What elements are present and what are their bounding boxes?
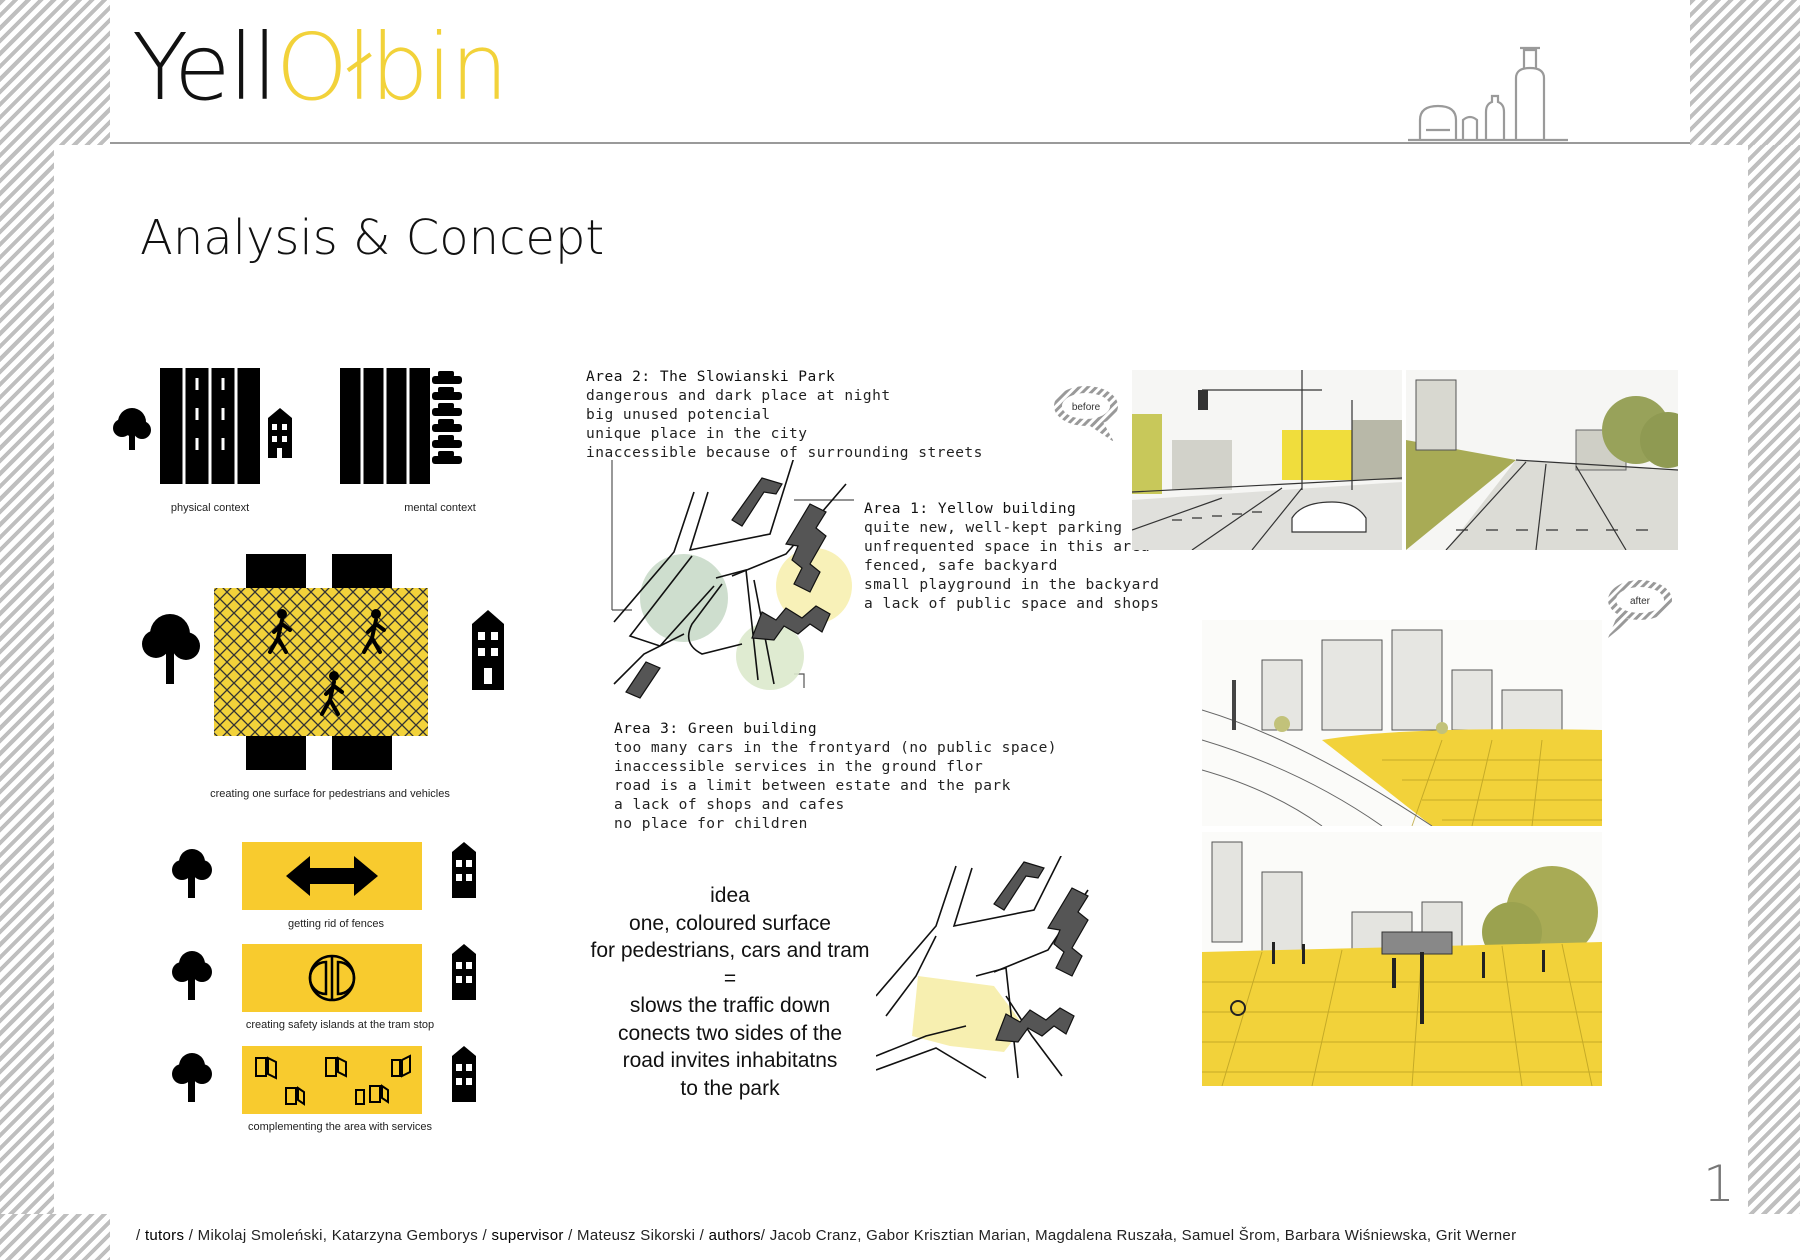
- before-sketch-street-2: [1406, 370, 1678, 550]
- caption-services: complementing the area with services: [247, 1121, 433, 1133]
- idea-line: =: [723, 966, 737, 990]
- area-1-notes: Area 1: Yellow building quite new, well-…: [864, 500, 1159, 614]
- kiosk-icons: [255, 1054, 411, 1106]
- caption-mental-context: mental context: [404, 502, 476, 514]
- footer-band: [0, 1214, 1800, 1260]
- building-hatches: [993, 861, 1089, 1043]
- building-hatches: [625, 477, 831, 699]
- tree-icon: [172, 849, 212, 1102]
- after-speech-bubble: after: [1608, 580, 1672, 638]
- cars-icon: [432, 371, 462, 464]
- skyline-icon: [1408, 46, 1568, 142]
- safety-island-icon: [308, 954, 356, 1002]
- road-mental-icon: [340, 368, 430, 484]
- authors-label: authors: [708, 1227, 761, 1244]
- supervisor-name: / Mateusz Sikorski /: [563, 1227, 709, 1244]
- area-3-line: inaccessible services in the ground flor: [614, 759, 984, 775]
- before-sketch-street-1: [1132, 370, 1402, 550]
- area-3-notes: Area 3: Green building too many cars in …: [614, 720, 1057, 834]
- pedestrian-icons: [268, 609, 386, 716]
- idea-text: idea one, coloured surface for pedestria…: [570, 882, 890, 1102]
- idea-line: slows the traffic down: [629, 994, 831, 1017]
- after-sketch-street-2: [1202, 832, 1602, 1086]
- tree-icon: [113, 408, 151, 450]
- header-rule: [110, 142, 1690, 144]
- area-3-line: too many cars in the frontyard (no publi…: [614, 740, 1058, 756]
- house-icon: [268, 408, 292, 458]
- area-1-line: unfrequented space in this area: [864, 539, 1151, 555]
- idea-line: to the park: [680, 1076, 780, 1100]
- striped-border-right-top: [1690, 0, 1800, 145]
- after-label: after: [1630, 596, 1651, 607]
- area-3-line: no place for children: [614, 816, 808, 832]
- idea-line: for pedestrians, cars and tram: [590, 939, 870, 962]
- area-3-line: a lack of shops and cafes: [614, 797, 845, 813]
- before-label: before: [1072, 402, 1101, 413]
- area-3-line: road is a limit between estate and the p…: [614, 778, 1011, 794]
- logo-part-2: Ołbin: [275, 14, 509, 121]
- striped-border-right: [1748, 145, 1800, 1260]
- leader-line-area-2: [611, 460, 632, 611]
- tutors-names: / Mikolaj Smoleński, Katarzyna Gemborys …: [184, 1227, 492, 1244]
- logo-part-1: Yell: [132, 14, 278, 121]
- road-stubs-top: [246, 554, 392, 588]
- area-1-line: quite new, well-kept parking: [864, 520, 1123, 536]
- area-2-line: inaccessible because of surrounding stre…: [586, 445, 983, 461]
- services-panel: [242, 1046, 422, 1114]
- double-arrow-icon: [286, 856, 378, 896]
- idea-line: idea: [710, 884, 750, 907]
- caption-physical-context: physical context: [170, 502, 250, 514]
- context-diagrams: [113, 368, 462, 484]
- idea-line: one, coloured surface: [629, 911, 831, 935]
- area-2-title: Area 2: The Slowianski Park: [586, 369, 836, 385]
- caption-safety-islands: creating safety islands at the tram stop: [245, 1019, 435, 1031]
- authors-names: / Jacob Cranz, Gabor Krisztian Marian, M…: [760, 1227, 1517, 1244]
- supervisor-label: supervisor: [491, 1227, 564, 1244]
- area-2-line: big unused potencial: [586, 407, 771, 423]
- credits-footer: / tutors / Mikolaj Smoleński, Katarzyna …: [136, 1227, 1516, 1244]
- area-2-notes: Area 2: The Slowianski Park dangerous an…: [586, 368, 983, 463]
- page-number: 1: [1703, 1155, 1735, 1213]
- road-icon: [160, 368, 260, 484]
- area-2-line: dangerous and dark place at night: [586, 388, 891, 404]
- logo: YellOłbin: [132, 22, 509, 114]
- area-1-line: small playground in the backyard: [864, 577, 1160, 593]
- house-icon: [472, 610, 504, 690]
- idea-line: conects two sides of the: [617, 1021, 843, 1045]
- after-sketch-street-1: [1202, 620, 1602, 826]
- before-speech-bubble: before: [1054, 386, 1118, 442]
- street-lines: [613, 460, 847, 685]
- paved-surface: [214, 588, 428, 736]
- area-2-line: unique place in the city: [586, 426, 808, 442]
- area-1-line: a lack of public space and shops: [864, 596, 1160, 612]
- site-analysis-map: [611, 460, 854, 699]
- concept-rows: [172, 842, 476, 1114]
- section-title: Analysis & Concept: [140, 210, 605, 266]
- area-1-title: Area 1: Yellow building: [864, 501, 1077, 517]
- tutors-label: tutors: [144, 1227, 185, 1244]
- idea-line: road invites inhabitatns: [622, 1049, 838, 1072]
- one-surface-diagram: [142, 554, 504, 770]
- footer-band-stripes: [0, 1214, 110, 1260]
- house-icon: [452, 842, 476, 1102]
- footer-sep: /: [136, 1227, 145, 1244]
- area-1-line: fenced, safe backyard: [864, 558, 1058, 574]
- area-1-circle: [776, 548, 852, 624]
- caption-one-surface: creating one surface for pedestrians and…: [210, 788, 450, 800]
- area-3-title: Area 3: Green building: [614, 721, 818, 737]
- tree-icon: [142, 614, 200, 684]
- site-concept-map: [876, 856, 1089, 1079]
- road-stubs-bottom: [246, 736, 392, 770]
- caption-fences: getting rid of fences: [287, 918, 384, 930]
- area-2-circle: [640, 554, 728, 642]
